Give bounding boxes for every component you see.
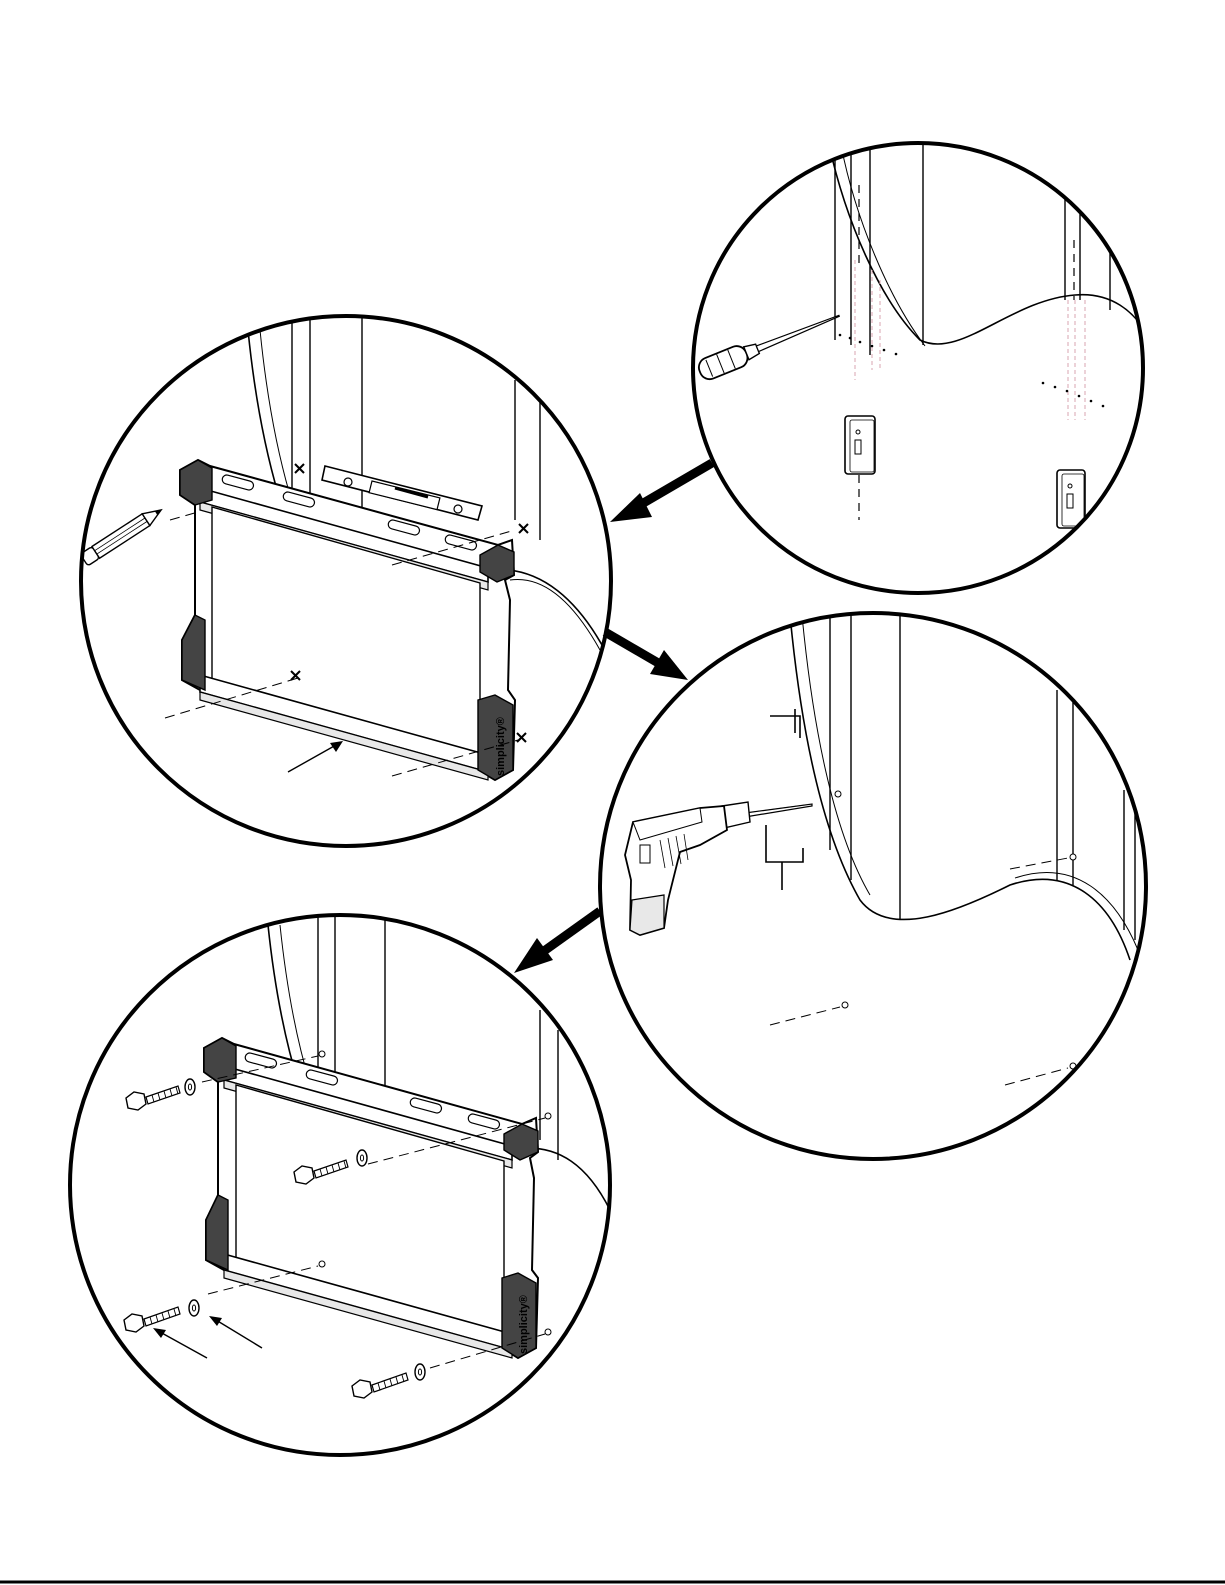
depth-gauge-marks: [766, 709, 803, 890]
lag-bolt-icon: [124, 1300, 199, 1332]
stud-guide-lines: [855, 260, 1085, 420]
lag-bolt-icon: [352, 1364, 425, 1398]
panel-fasten-bracket: simplicity®: [70, 910, 610, 1455]
bracket-brand-label: simplicity®: [495, 717, 507, 776]
wall-studs: [835, 120, 1110, 355]
step-arrow-a-to-b: [610, 463, 712, 522]
wall-studs: [830, 600, 1135, 940]
screwdriver-icon: [696, 306, 843, 383]
wall-cutaway-curve: [828, 140, 1150, 344]
panel-locate-studs: [693, 120, 1150, 593]
step-arrow-c-to-d: [514, 911, 600, 973]
outlet-plate: [845, 416, 875, 474]
pencil-icon: [80, 504, 165, 566]
pilot-hole: [835, 791, 1076, 1069]
pointer-arrow-icon: [288, 741, 343, 772]
pointer-arrow-icon: [153, 1328, 207, 1358]
lag-bolt-icon: [126, 1079, 195, 1110]
wall-mount-bracket: simplicity®: [204, 1038, 538, 1358]
drill-icon: [625, 802, 812, 935]
wall-cutaway-curve: [790, 615, 1130, 960]
panel-drill-holes: [600, 600, 1146, 1159]
step-arrow-b-to-c: [605, 632, 688, 680]
outlet-plate: [1057, 470, 1085, 528]
bracket-brand-label: simplicity®: [518, 1295, 530, 1354]
panel-border: [600, 613, 1146, 1159]
pointer-arrow-icon: [209, 1316, 262, 1348]
panel-mark-holes: simplicity®: [80, 300, 611, 846]
stud-mark-dots: [839, 334, 1105, 408]
